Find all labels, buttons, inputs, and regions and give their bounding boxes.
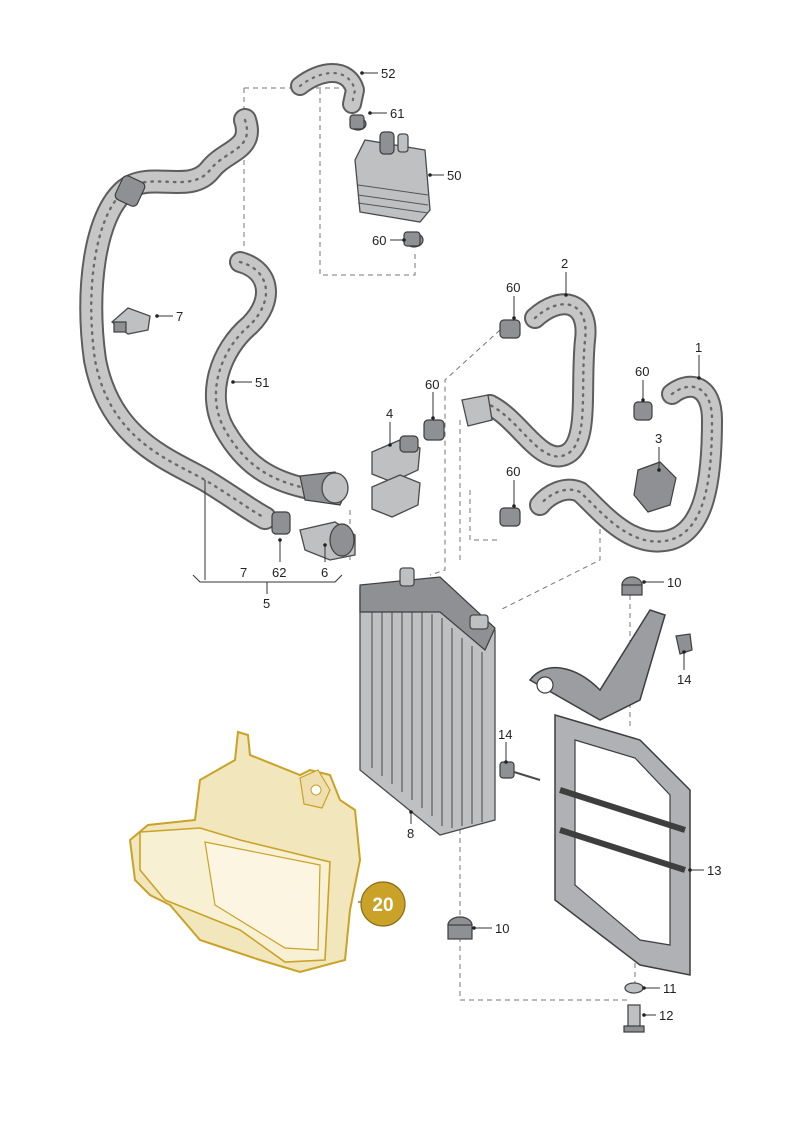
label-13: 13 [707, 863, 721, 878]
label-50: 50 [447, 168, 461, 183]
oil-cooler-50 [349, 117, 431, 248]
label-4: 4 [386, 406, 393, 421]
hose-1 [529, 375, 723, 553]
elbow-6 [299, 521, 356, 561]
label-10-bottom: 10 [495, 921, 509, 936]
part-labels: 52 61 50 60 7 51 2 60 1 60 60 4 3 60 7 6… [176, 66, 721, 1023]
label-51: 51 [255, 375, 269, 390]
badge-label-20: 20 [372, 895, 393, 916]
label-3: 3 [655, 431, 662, 446]
hardware [447, 576, 693, 1033]
label-7-clip: 7 [176, 309, 183, 324]
clip-7 [110, 307, 151, 335]
label-2: 2 [561, 256, 568, 271]
label-group-bracket [192, 480, 343, 594]
label-1: 1 [695, 340, 702, 355]
label-60-lower: 60 [506, 464, 520, 479]
hose-52 [290, 63, 365, 114]
label-5: 5 [263, 596, 270, 611]
clamps-60-61 [349, 114, 653, 527]
radiator-8 [359, 567, 496, 836]
leader-lines [155, 71, 704, 1017]
label-11: 11 [663, 981, 677, 996]
connector-4 [371, 435, 421, 518]
label-62: 62 [272, 565, 286, 580]
label-52: 52 [381, 66, 395, 81]
label-60-connector: 60 [425, 377, 439, 392]
bracket-13 [528, 609, 691, 976]
label-6: 6 [321, 565, 328, 580]
label-60-oil-cooler: 60 [372, 233, 386, 248]
label-14-left: 14 [498, 727, 512, 742]
hose-2 [461, 293, 597, 468]
label-7-group: 7 [240, 565, 247, 580]
part-20-badge[interactable]: 20 [358, 881, 406, 927]
label-60-hose-2: 60 [506, 280, 520, 295]
label-60-hose-1: 60 [635, 364, 649, 379]
label-14-right: 14 [677, 672, 691, 687]
bracket-3 [633, 461, 677, 513]
label-12: 12 [659, 1008, 673, 1023]
assembly-guide-lines [243, 80, 636, 1001]
hose-51 [204, 251, 349, 506]
label-8: 8 [407, 826, 414, 841]
label-10-top: 10 [667, 575, 681, 590]
label-61: 61 [390, 106, 404, 121]
clamp-62 [271, 511, 291, 535]
hose-long-left [79, 108, 277, 530]
air-duct-20[interactable] [128, 730, 362, 974]
